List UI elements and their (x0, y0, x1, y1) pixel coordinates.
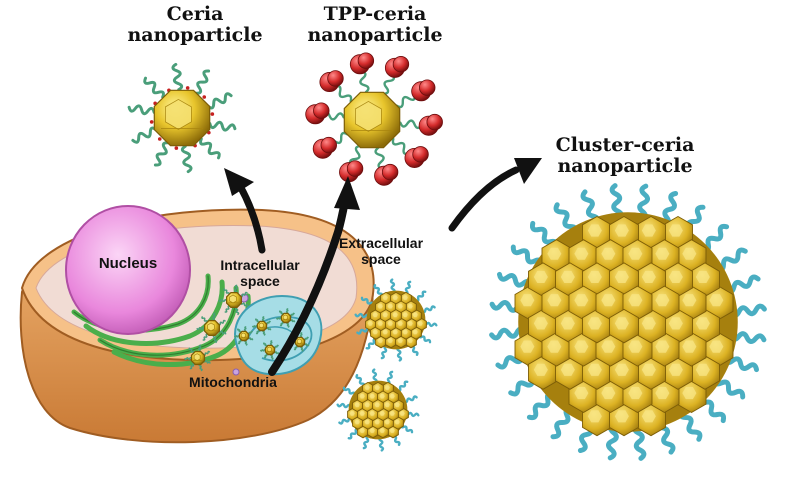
intracellular-label-line-1: Intracellular (220, 257, 300, 273)
nucleus-label: Nucleus (70, 255, 186, 273)
cluster-title-line-1: Cluster-ceria (555, 134, 695, 156)
tpp-ceria-nanoparticle-title: TPP-ceria nanoparticle (300, 4, 450, 45)
nucleus-label-text: Nucleus (98, 255, 158, 272)
intracellular-nanoparticles (184, 284, 310, 372)
intracellular-label-line-2: space (240, 272, 280, 289)
ceria-nanoparticle-title: Ceria nanoparticle (125, 4, 265, 45)
cluster-ceria-nanoparticle-title: Cluster-ceria nanoparticle (545, 135, 705, 176)
nucleus-icon (65, 205, 191, 335)
extracellular-space-label: Extracellular space (325, 235, 437, 267)
mitochondria-label-text: Mitochondria (189, 374, 277, 390)
tpp-title-line-2: nanoparticle (307, 23, 443, 46)
tpp-title-line-1: TPP-ceria (323, 3, 427, 25)
arrow-to-ceria-nanoparticle (236, 182, 266, 254)
extracellular-label-line-2: space (361, 250, 401, 267)
intracellular-space-label: Intracellular space (200, 257, 320, 289)
cell-icon (19, 205, 375, 444)
tpp-ceria-nanoparticle-icon (305, 52, 443, 186)
cluster-title-line-2: nanoparticle (557, 154, 693, 177)
arrow-to-tpp-ceria-nanoparticle (268, 192, 350, 376)
extracellular-label-line-1: Extracellular (338, 235, 424, 251)
mitochondria-label: Mitochondria (176, 374, 290, 391)
arrows (224, 158, 542, 376)
ceria-nanoparticle-icon (127, 62, 237, 174)
cluster-ceria-nanoparticle-icon (489, 183, 767, 461)
ceria-title-line-1: Ceria (166, 3, 224, 25)
ceria-title-line-2: nanoparticle (127, 23, 263, 46)
extracellular-cluster-nanoparticles (336, 278, 438, 452)
arrow-to-cluster-ceria-nanoparticle (448, 166, 520, 232)
